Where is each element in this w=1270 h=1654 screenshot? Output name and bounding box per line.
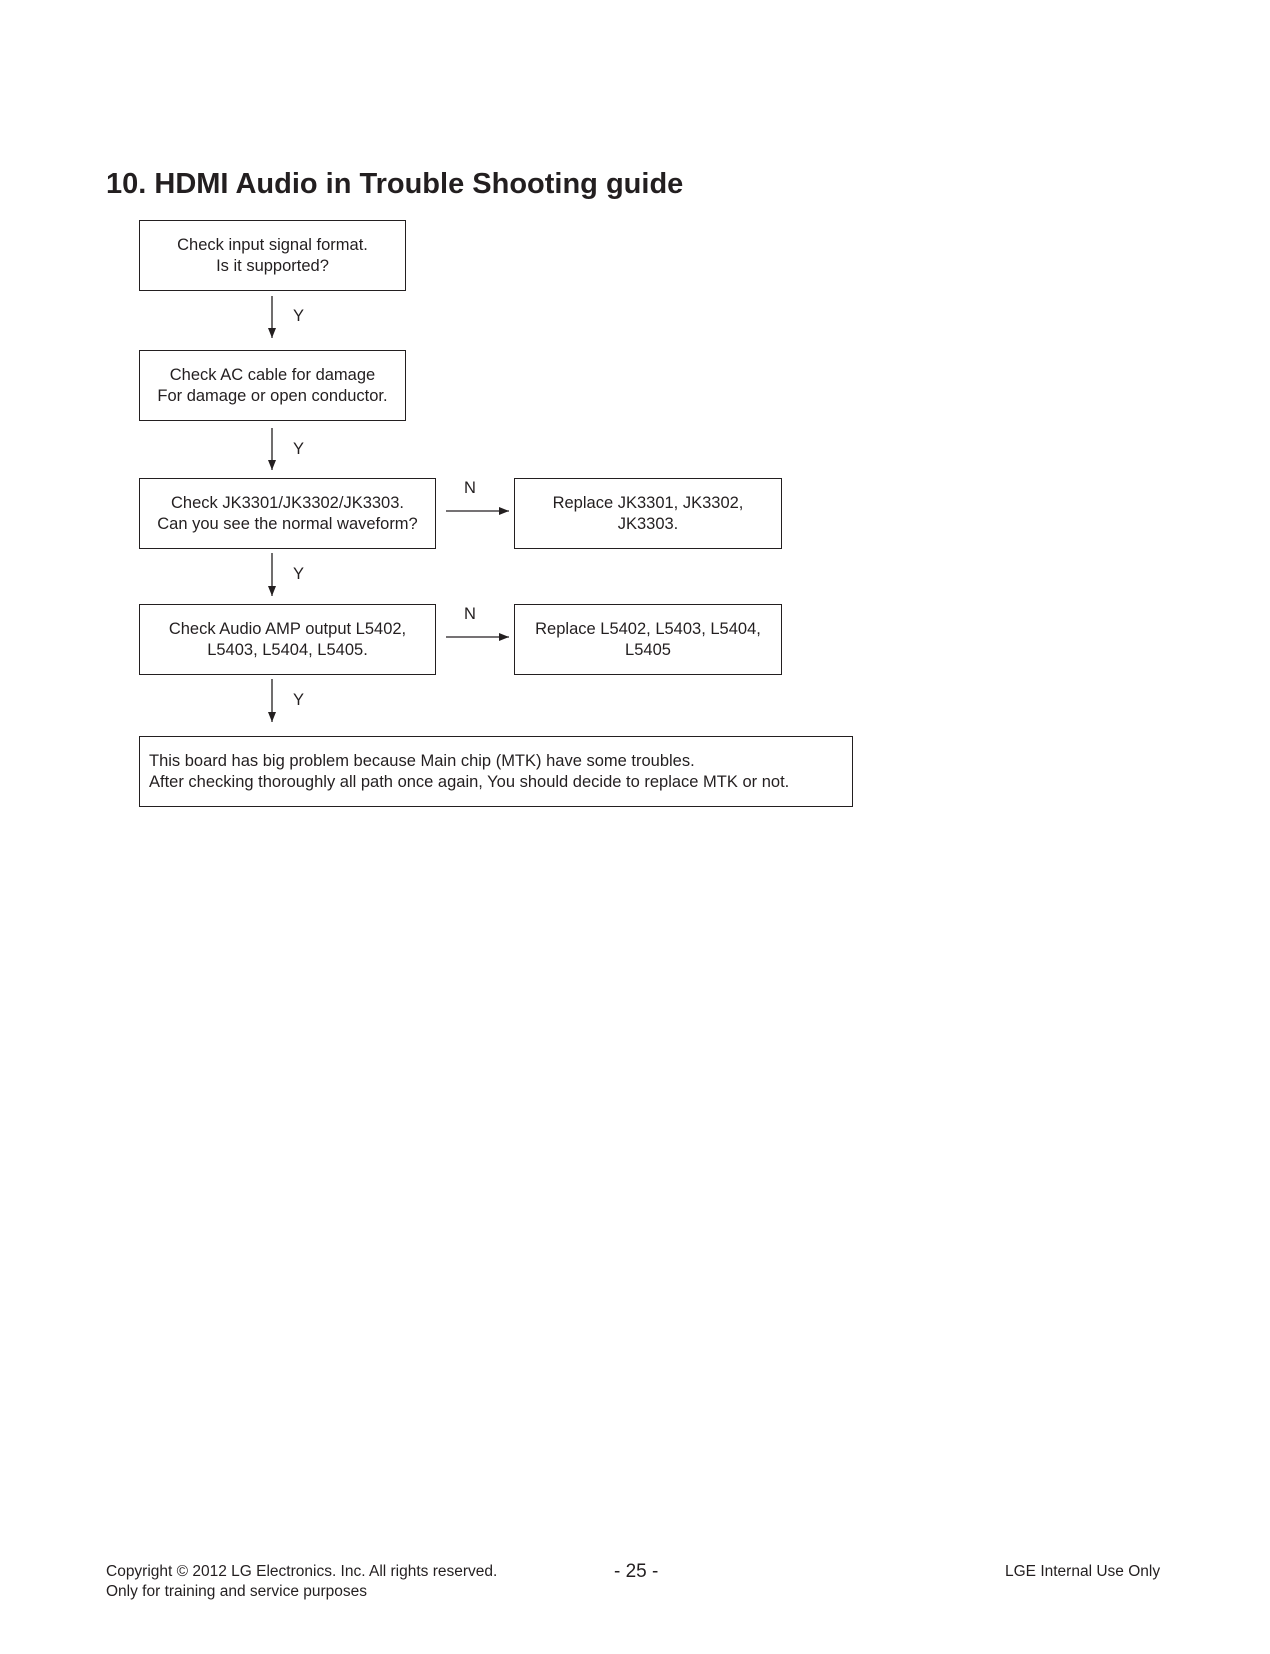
edge-label-yes: Y xyxy=(293,565,305,583)
edge-label-no: N xyxy=(464,605,476,623)
node-main-chip-problem: This board has big problem because Main … xyxy=(139,736,853,807)
edge-label-no: N xyxy=(464,479,476,497)
node-text: Replace L5402, L5403, L5404, xyxy=(535,619,761,638)
node-text: This board has big problem because Main … xyxy=(149,751,695,770)
node-text: After checking thoroughly all path once … xyxy=(149,772,790,791)
node-check-audio-amp: Check Audio AMP output L5402, L5403, L54… xyxy=(139,604,436,675)
node-check-jk: Check JK3301/JK3302/JK3303. Can you see … xyxy=(139,478,436,549)
edge-label-yes: Y xyxy=(293,307,305,325)
node-check-ac-cable: Check AC cable for damage For damage or … xyxy=(139,350,406,421)
node-text: Check JK3301/JK3302/JK3303. xyxy=(171,493,404,512)
node-check-input-signal: Check input signal format. Is it support… xyxy=(139,220,406,291)
node-text: JK3303. xyxy=(617,514,679,533)
edge-label-yes: Y xyxy=(293,440,305,458)
node-text: For damage or open conductor. xyxy=(157,386,388,405)
node-text: Check AC cable for damage xyxy=(169,365,376,384)
node-replace-jk: Replace JK3301, JK3302, JK3303. xyxy=(514,478,782,549)
node-text: L5403, L5404, L5405. xyxy=(207,640,368,659)
edge-label-yes: Y xyxy=(293,691,305,709)
copyright-text: Copyright © 2012 LG Electronics. Inc. Al… xyxy=(106,1563,498,1580)
node-text: Replace JK3301, JK3302, xyxy=(552,493,744,512)
page-number: - 25 - xyxy=(614,1561,659,1582)
node-text: L5405 xyxy=(625,640,671,659)
footer-copyright: Copyright © 2012 LG Electronics. Inc. Al… xyxy=(106,1562,497,1602)
internal-use-label: LGE Internal Use Only xyxy=(1005,1563,1161,1580)
node-text: Check input signal format. xyxy=(177,235,368,254)
purpose-text: Only for training and service purposes xyxy=(106,1583,368,1600)
node-text: Check Audio AMP output L5402, xyxy=(168,619,407,638)
node-text: Is it supported? xyxy=(216,256,329,275)
page-title: 10. HDMI Audio in Trouble Shooting guide xyxy=(106,168,684,200)
node-text: Can you see the normal waveform? xyxy=(157,514,418,533)
node-replace-l54xx: Replace L5402, L5403, L5404, L5405 xyxy=(514,604,782,675)
